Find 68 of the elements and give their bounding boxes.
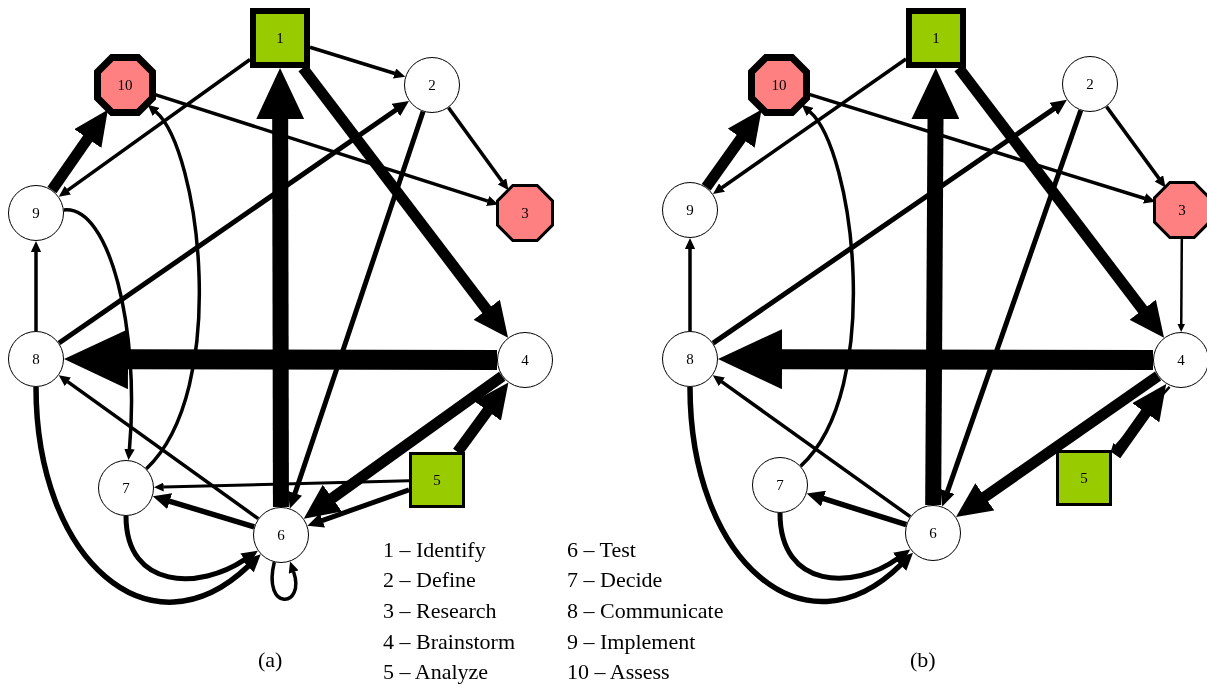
arrow bbox=[777, 512, 911, 581]
arrow bbox=[806, 490, 908, 528]
arrow bbox=[58, 58, 251, 197]
step-circle: 4 bbox=[497, 332, 553, 388]
arrow bbox=[711, 99, 1067, 346]
step-circle: 2 bbox=[404, 57, 460, 113]
arrow bbox=[152, 493, 255, 530]
arrow bbox=[57, 100, 409, 346]
panel-label: (a) bbox=[258, 647, 283, 673]
arrow bbox=[64, 329, 498, 390]
step-square: 1 bbox=[906, 8, 966, 68]
legend-text: 5 – Analyze bbox=[383, 659, 489, 685]
step-circle: 7 bbox=[752, 457, 808, 513]
step-octagon: 10 bbox=[748, 54, 810, 116]
arrow bbox=[955, 371, 1162, 517]
arrow bbox=[684, 238, 696, 331]
step-circle: 9 bbox=[8, 185, 64, 241]
step-circle: 2 bbox=[1062, 56, 1118, 112]
arrow bbox=[447, 106, 509, 191]
legend-text: 10 – Assess bbox=[567, 659, 670, 685]
arrow bbox=[1111, 384, 1167, 459]
step-square: 1 bbox=[250, 8, 310, 68]
arrow bbox=[154, 479, 410, 492]
arrow bbox=[940, 109, 1084, 507]
step-circle: 6 bbox=[905, 505, 961, 561]
arrow bbox=[123, 515, 259, 581]
step-octagon: 3 bbox=[496, 184, 554, 242]
arrow bbox=[1177, 238, 1185, 332]
arrow bbox=[701, 109, 762, 191]
step-square: 5 bbox=[1056, 450, 1112, 506]
arrow bbox=[30, 241, 42, 331]
legend-text: 7 – Decide bbox=[567, 567, 663, 593]
arrow bbox=[256, 68, 305, 507]
arrow bbox=[270, 561, 299, 601]
arrow bbox=[712, 375, 912, 519]
arrow bbox=[63, 208, 135, 461]
legend-text: 4 – Brainstorm bbox=[383, 629, 515, 655]
step-octagon: 3 bbox=[1153, 181, 1207, 239]
step-circle: 9 bbox=[662, 182, 718, 238]
arrow bbox=[687, 386, 915, 605]
arrow bbox=[58, 375, 260, 521]
step-circle: 8 bbox=[662, 331, 718, 387]
panel-label: (b) bbox=[910, 647, 936, 673]
arrow bbox=[303, 371, 506, 519]
arrow bbox=[712, 57, 907, 194]
legend-text: 8 – Communicate bbox=[567, 598, 724, 624]
legend-text: 9 – Implement bbox=[567, 629, 696, 655]
arrow bbox=[911, 68, 960, 506]
legend-text: 1 – Identify bbox=[383, 537, 486, 563]
arrow bbox=[287, 110, 426, 509]
step-circle: 8 bbox=[8, 331, 64, 387]
step-circle: 7 bbox=[98, 460, 154, 516]
arrow bbox=[1105, 105, 1166, 188]
step-square: 5 bbox=[409, 452, 465, 508]
step-octagon: 10 bbox=[94, 54, 156, 116]
arrow bbox=[309, 45, 406, 79]
arrow bbox=[47, 109, 108, 194]
step-circle: 6 bbox=[253, 507, 309, 563]
legend-text: 3 – Research bbox=[383, 598, 497, 624]
legend-text: 6 – Test bbox=[567, 537, 636, 563]
legend-text: 2 – Define bbox=[383, 567, 476, 593]
arrow bbox=[307, 487, 410, 528]
arrow bbox=[799, 103, 855, 468]
arrow bbox=[145, 103, 201, 470]
arrow bbox=[1110, 386, 1171, 452]
arrow bbox=[718, 329, 1154, 390]
step-circle: 4 bbox=[1153, 332, 1207, 388]
arrow bbox=[33, 386, 262, 605]
